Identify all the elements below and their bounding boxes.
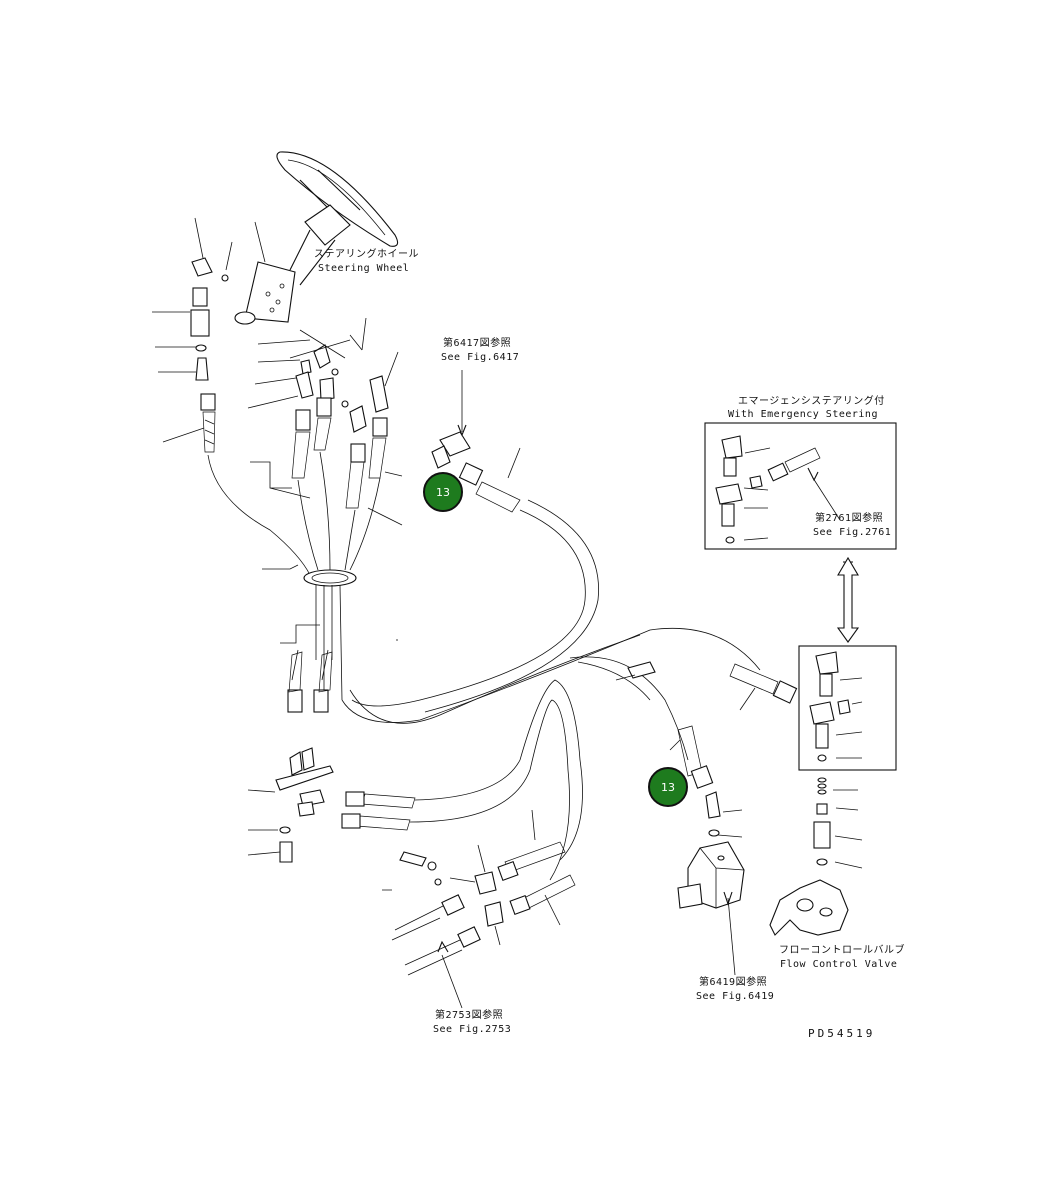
emergency-box-top xyxy=(704,422,897,550)
ref-6417-jp: 第6417図参照 xyxy=(443,338,512,349)
emergency-label-en: With Emergency Steering xyxy=(728,409,878,420)
emergency-label-jp: エマージェンシステアリング付 xyxy=(738,396,885,407)
emergency-hose xyxy=(351,431,798,713)
left-fittings xyxy=(190,257,229,453)
ref-6419-en: See Fig.6419 xyxy=(696,991,775,1002)
flow-control-valve xyxy=(769,777,849,936)
valve-hoses xyxy=(569,656,745,909)
callout-marker[interactable]: 13 xyxy=(648,767,688,807)
ref-2753-jp: 第2753図参照 xyxy=(435,1010,504,1021)
steering-wheel xyxy=(234,151,399,325)
drawing-code: PD54519 xyxy=(808,1027,876,1040)
ref-6419-jp: 第6419図参照 xyxy=(699,977,768,988)
flow-valve-label-en: Flow Control Valve xyxy=(780,959,898,970)
callout-marker[interactable]: 13 xyxy=(423,472,463,512)
emergency-box-bottom xyxy=(798,645,897,771)
double-arrow xyxy=(836,556,860,643)
ref-6417-en: See Fig.6417 xyxy=(441,352,520,363)
ref-2753-en: See Fig.2753 xyxy=(433,1024,512,1035)
ref-2761-jp: 第2761図参照 xyxy=(815,513,884,524)
steering-wheel-label-jp: ステアリングホイール xyxy=(314,249,419,260)
center-fittings xyxy=(291,344,389,509)
hose-bundle xyxy=(207,451,761,724)
steering-wheel-label-en: Steering Wheel xyxy=(318,263,410,274)
leader-lines xyxy=(152,217,863,1009)
lower-hoses xyxy=(275,679,583,976)
flow-valve-label-jp: フローコントロールバルブ xyxy=(779,945,905,956)
ref-2761-en: See Fig.2761 xyxy=(813,527,892,538)
